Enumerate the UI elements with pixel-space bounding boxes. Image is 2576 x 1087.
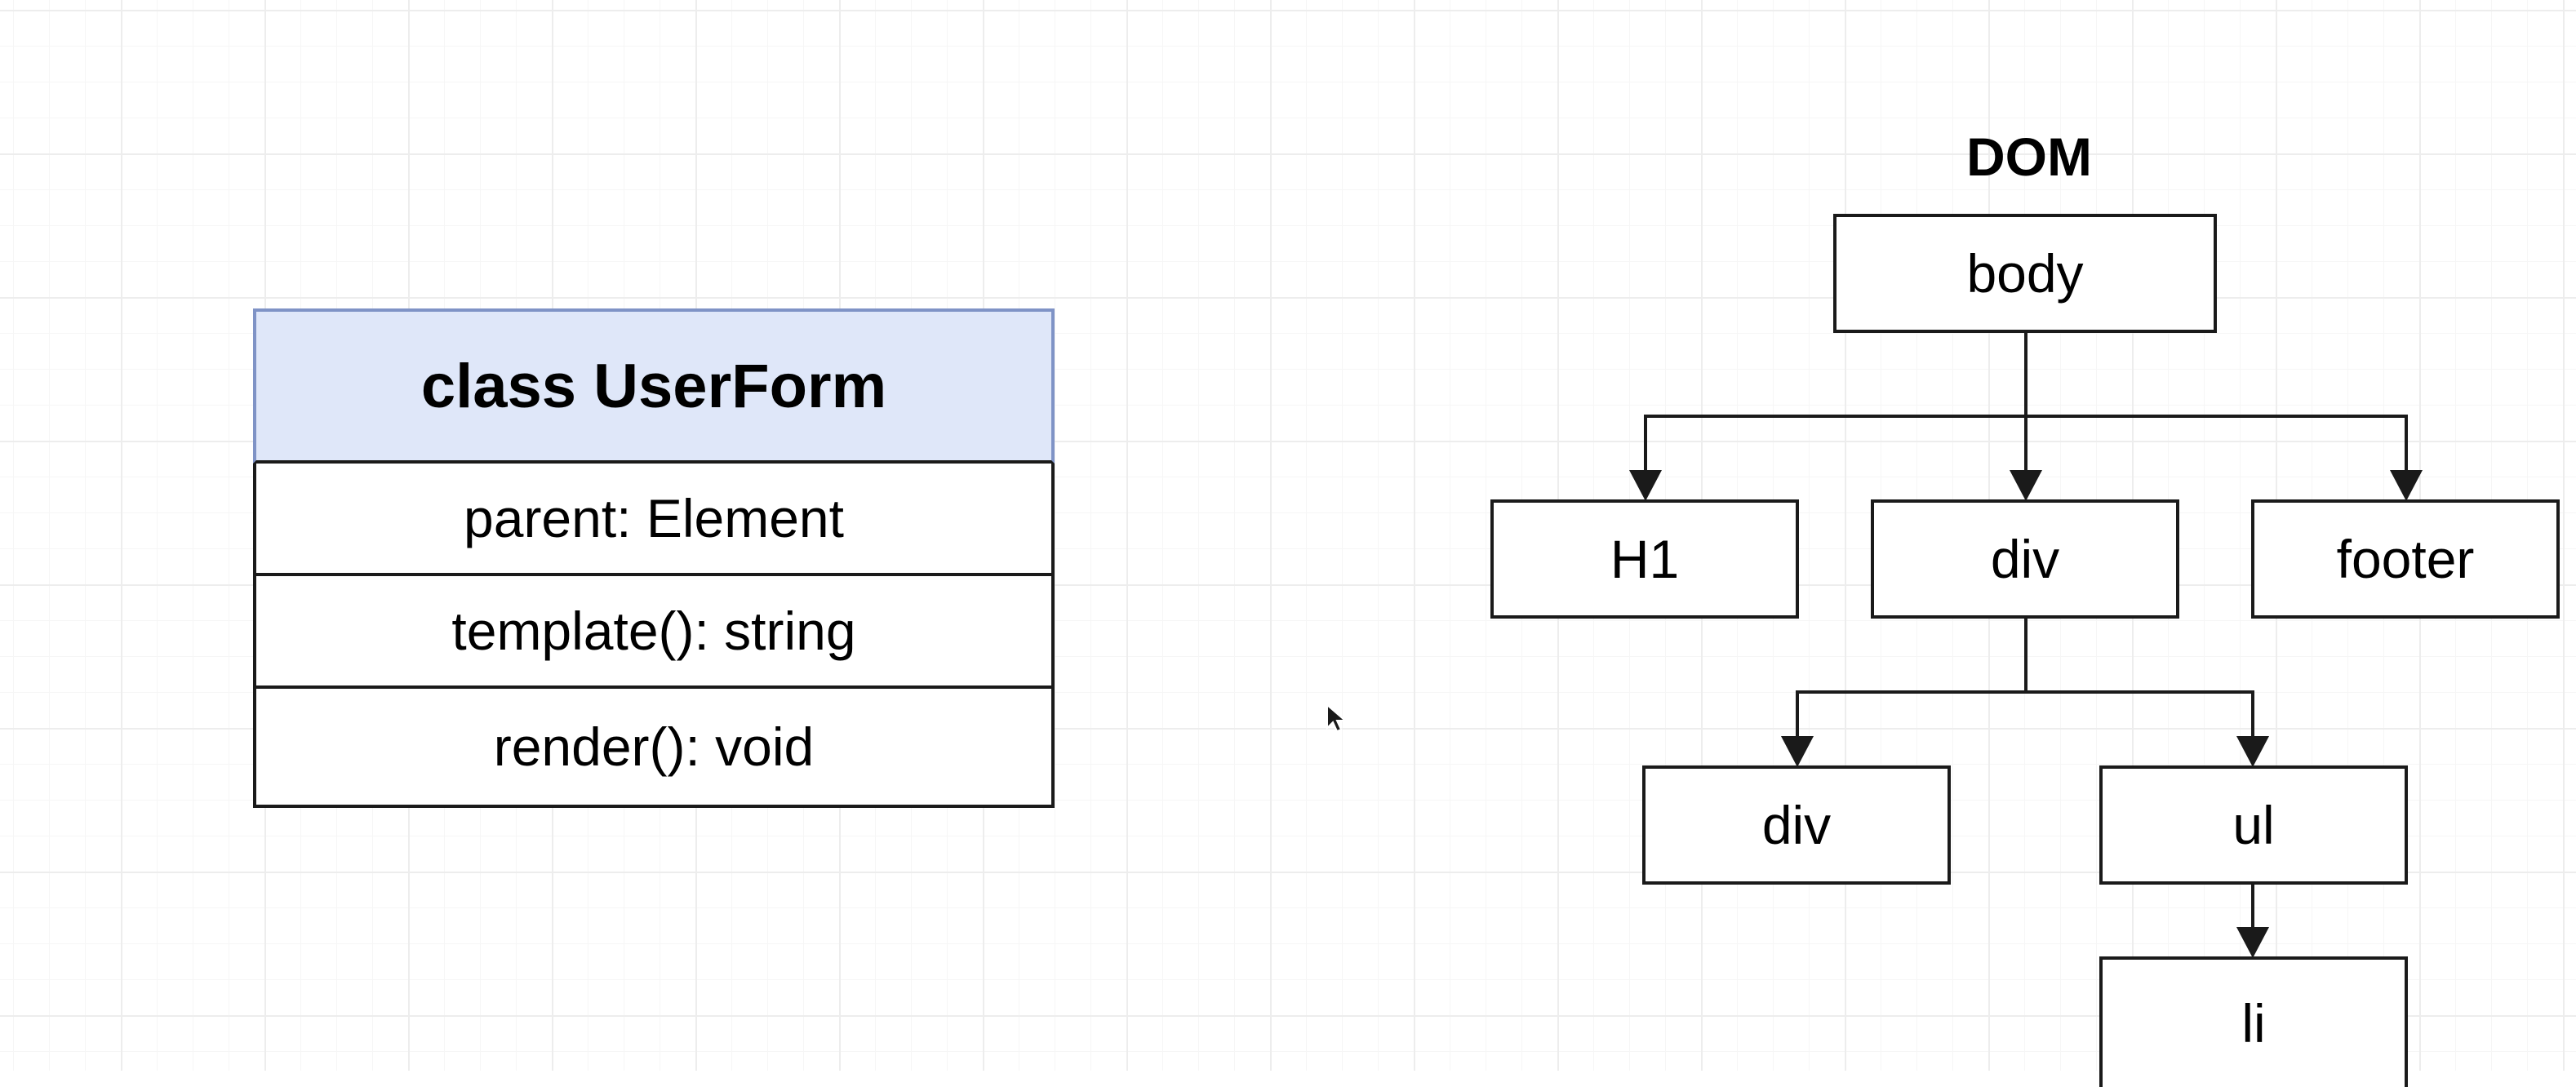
edge-body-h1-footer — [1644, 415, 2408, 478]
arrow-to-div — [2010, 470, 2042, 501]
dom-title: DOM — [1966, 126, 2092, 187]
uml-class-title: class UserForm — [253, 308, 1055, 464]
dom-node-div: div — [1871, 499, 2179, 619]
uml-class-box: class UserForm parent: Element template(… — [253, 308, 1055, 808]
uml-method-render: render(): void — [493, 717, 815, 777]
dom-node-inner-div: div — [1642, 765, 1951, 885]
dom-node-ul: ul — [2099, 765, 2408, 885]
uml-method-template: template(): string — [256, 576, 1051, 689]
uml-attribute-parent: parent: Element — [256, 464, 1051, 576]
arrow-to-inner-div — [1781, 736, 1814, 767]
dom-node-li: li — [2099, 956, 2408, 1087]
edge-div-children — [1796, 690, 2254, 744]
arrow-to-li — [2236, 927, 2269, 958]
mouse-cursor-icon — [1326, 703, 1348, 733]
arrow-to-footer — [2390, 470, 2423, 501]
arrow-to-ul — [2236, 736, 2269, 767]
arrow-to-h1 — [1629, 470, 1662, 501]
dom-node-h1: H1 — [1490, 499, 1799, 619]
dom-node-body: body — [1833, 214, 2217, 333]
dom-node-footer: footer — [2251, 499, 2560, 619]
